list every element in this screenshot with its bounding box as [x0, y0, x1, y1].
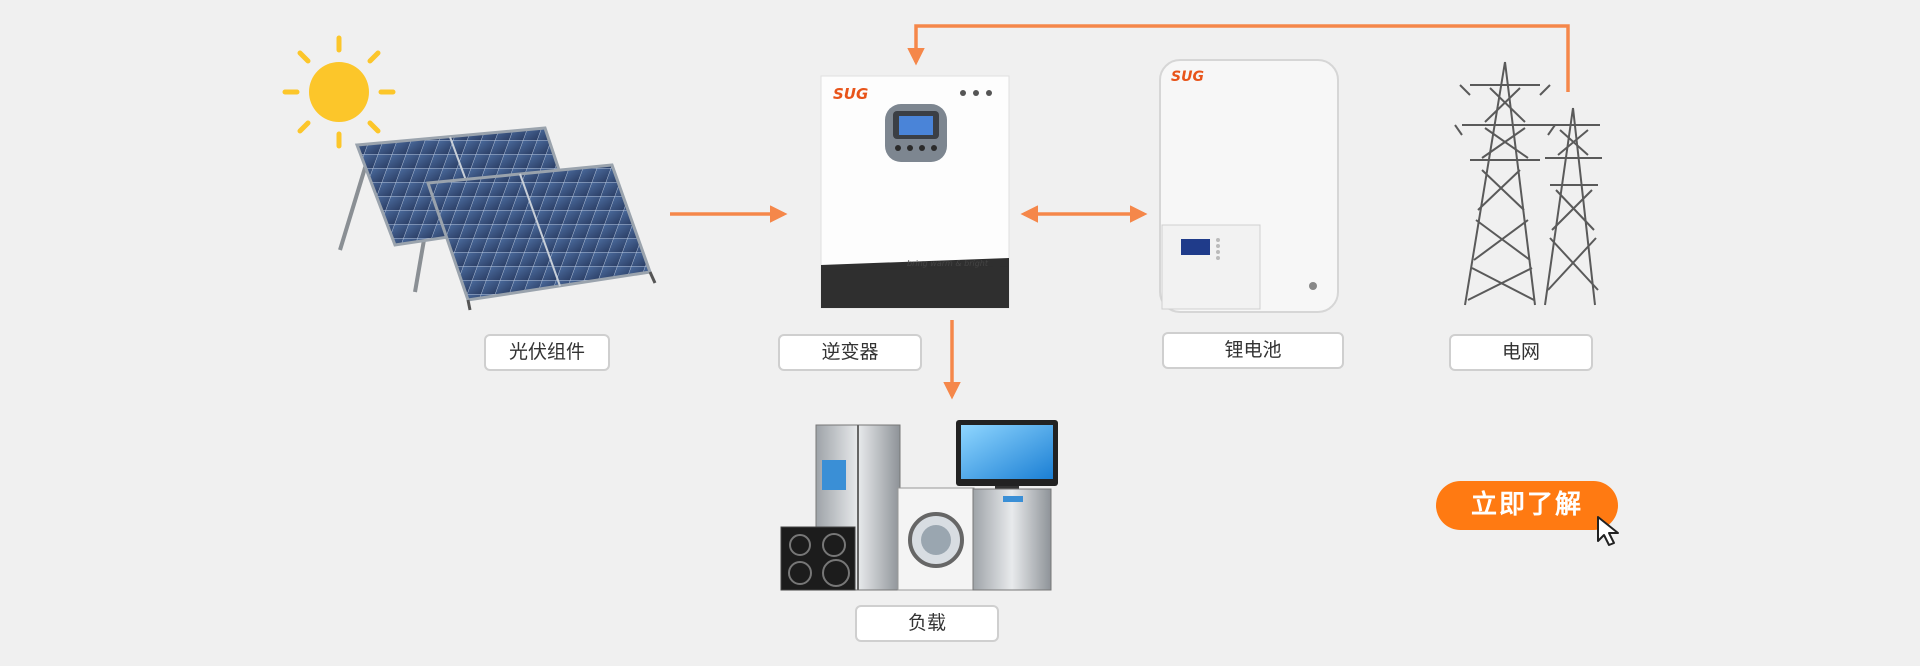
battery-brand: SUG [1171, 69, 1204, 85]
learn-more-button[interactable]: 立即了解 [1436, 481, 1618, 530]
sun-icon [282, 35, 396, 149]
cursor-icon [1597, 516, 1619, 546]
battery-icon: SUG [1159, 59, 1339, 313]
inverter-label: 逆变器 [778, 334, 922, 371]
load-label: 负载 [855, 605, 999, 642]
inverter-icon: SUG bring warm & bright [820, 75, 1010, 309]
arrow-grid-to-inverter [907, 24, 1570, 92]
grid-label: 电网 [1449, 334, 1593, 371]
solar-panel-icon [338, 126, 657, 311]
pv-label: 光伏组件 [484, 334, 610, 371]
inverter-slogan: bring warm & bright [907, 259, 989, 268]
transmission-tower-icon [1454, 61, 1602, 306]
flow-arrows [670, 24, 1570, 400]
inverter-brand: SUG [833, 85, 868, 103]
appliances-icon [780, 420, 1058, 591]
battery-label: 锂电池 [1162, 332, 1344, 369]
